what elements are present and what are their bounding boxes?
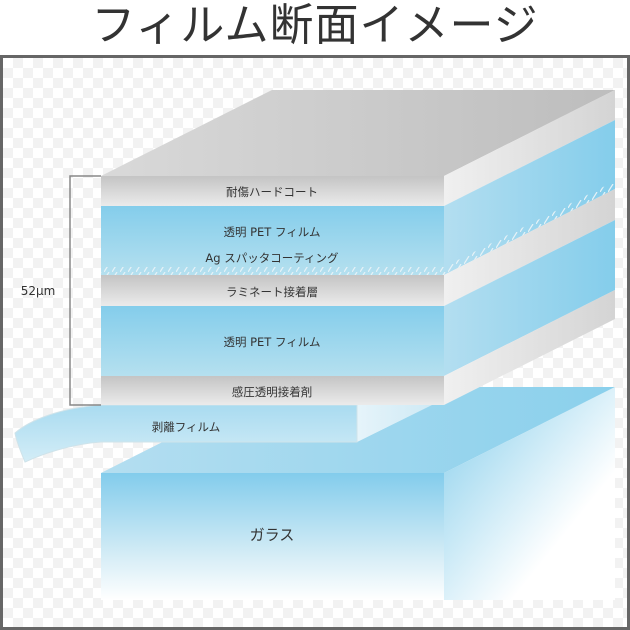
release-film-front: [14, 404, 358, 463]
layer-pet-film-2: [101, 306, 444, 376]
layer-label-ag-sputter: Ag スパッタコーティング: [205, 251, 339, 265]
layer-pressure-sensitive-adhesive: [101, 376, 444, 405]
stack-top-face: [101, 90, 615, 176]
page-title: フィルム断面イメージ: [91, 0, 539, 51]
thickness-bracket: [69, 175, 101, 406]
layer-label-laminate-adhesive: ラミネート接着層: [226, 285, 318, 299]
layer-hard-coat: [101, 176, 444, 206]
release-film-label: 剥離フィルム: [152, 420, 221, 434]
layer-laminate-adhesive: [101, 275, 444, 306]
stack-side-faces: [444, 90, 615, 405]
glass-block: [101, 387, 615, 600]
layer-label-pet-film-2: 透明 PET フィルム: [223, 335, 320, 349]
glass-label: ガラス: [250, 526, 295, 544]
layer-label-hard-coat: 耐傷ハードコート: [226, 185, 318, 199]
layer-label-pet-film-1: 透明 PET フィルム: [223, 225, 320, 239]
layer-pet-film-1: [101, 206, 444, 275]
layer-label-psa: 感圧透明接着剤: [232, 385, 313, 399]
glass-side-face: [444, 387, 615, 600]
stack-front-faces: [101, 176, 444, 405]
thickness-label: 52μm: [21, 284, 56, 298]
glass-front-face: [101, 473, 444, 600]
ag-sputter-hatch: [101, 267, 444, 275]
